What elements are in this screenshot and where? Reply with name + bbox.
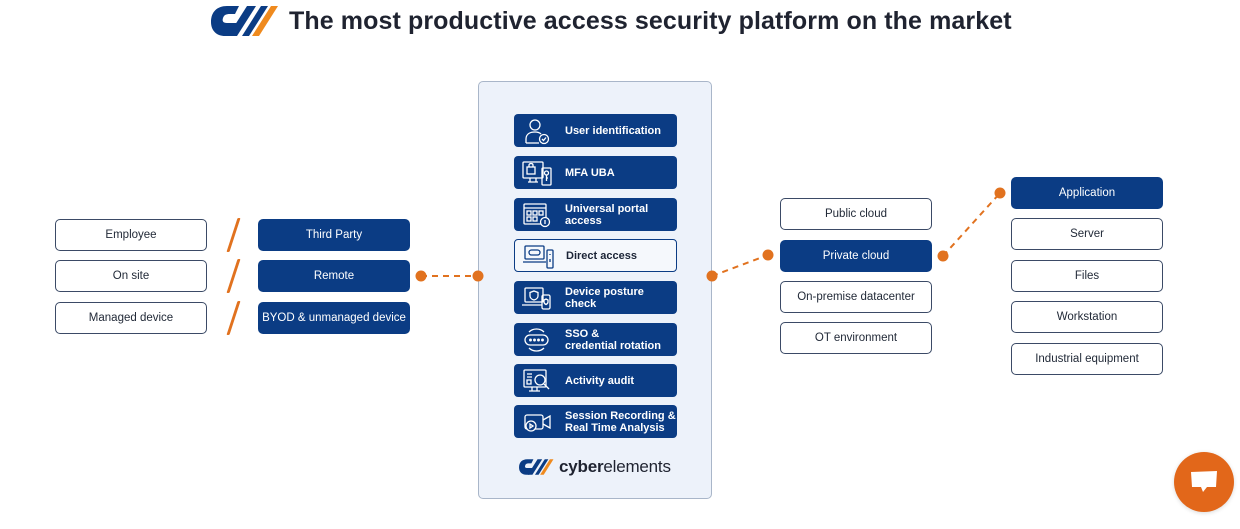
feature-label: User identification [565, 124, 661, 137]
user-type-employee: Employee [55, 219, 207, 251]
resource-server: Server [1011, 218, 1163, 250]
connector-dot [415, 270, 427, 282]
feature-label: MFA UBA [565, 166, 615, 179]
feature-label: Session Recording &Real Time Analysis [565, 409, 676, 434]
feature-sso-credential-rotation: SSO &credential rotation [514, 323, 677, 356]
separator-slash [226, 218, 241, 252]
environment-public-cloud: Public cloud [780, 198, 932, 230]
device-byod-unmanaged: BYOD & unmanaged device [258, 302, 410, 334]
feature-session-recording: Session Recording &Real Time Analysis [514, 405, 677, 438]
user-type-third-party: Third Party [258, 219, 410, 251]
environment-ot: OT environment [780, 322, 932, 354]
video-camera-icon [520, 408, 554, 436]
resource-application: Application [1011, 177, 1163, 209]
resource-workstation: Workstation [1011, 301, 1163, 333]
chat-button[interactable] [1174, 452, 1234, 512]
user-check-icon [520, 117, 554, 145]
connector-dot [937, 250, 949, 262]
feature-label: Activity audit [565, 374, 635, 387]
feature-mfa-uba: MFA UBA [514, 156, 677, 189]
page-title: The most productive access security plat… [289, 6, 1012, 35]
environment-on-premise-datacenter: On-premise datacenter [780, 281, 932, 313]
device-shield-icon [520, 284, 554, 312]
connector-dot [994, 187, 1006, 199]
feature-label: SSO &credential rotation [565, 327, 661, 352]
feature-label: Direct access [566, 249, 637, 262]
connector-environment-resource [942, 192, 1001, 257]
portal-grid-icon [520, 201, 554, 229]
cyberelements-logo-icon [211, 6, 278, 36]
password-rotation-icon [520, 326, 554, 354]
environment-private-cloud: Private cloud [780, 240, 932, 272]
laptop-tower-icon [521, 242, 555, 270]
cyberelements-logo-icon [519, 459, 554, 475]
cyberelements-brand: cyberelements [518, 456, 671, 478]
chat-bubble-icon [1191, 471, 1217, 492]
separator-slash [226, 301, 241, 335]
resource-industrial-equipment: Industrial equipment [1011, 343, 1163, 375]
resource-files: Files [1011, 260, 1163, 292]
page-header: The most productive access security plat… [209, 2, 1012, 40]
feature-user-identification: User identification [514, 114, 677, 147]
location-on-site: On site [55, 260, 207, 292]
feature-activity-audit: Activity audit [514, 364, 677, 397]
connector-platform-environment [711, 254, 769, 277]
audit-magnifier-icon [520, 367, 554, 395]
feature-direct-access: Direct access [514, 239, 677, 272]
brand-name: cyberelements [559, 457, 671, 476]
device-managed: Managed device [55, 302, 207, 334]
monitor-lock-key-icon [520, 159, 554, 187]
location-remote: Remote [258, 260, 410, 292]
connector-dot [762, 249, 774, 261]
separator-slash [226, 259, 241, 293]
